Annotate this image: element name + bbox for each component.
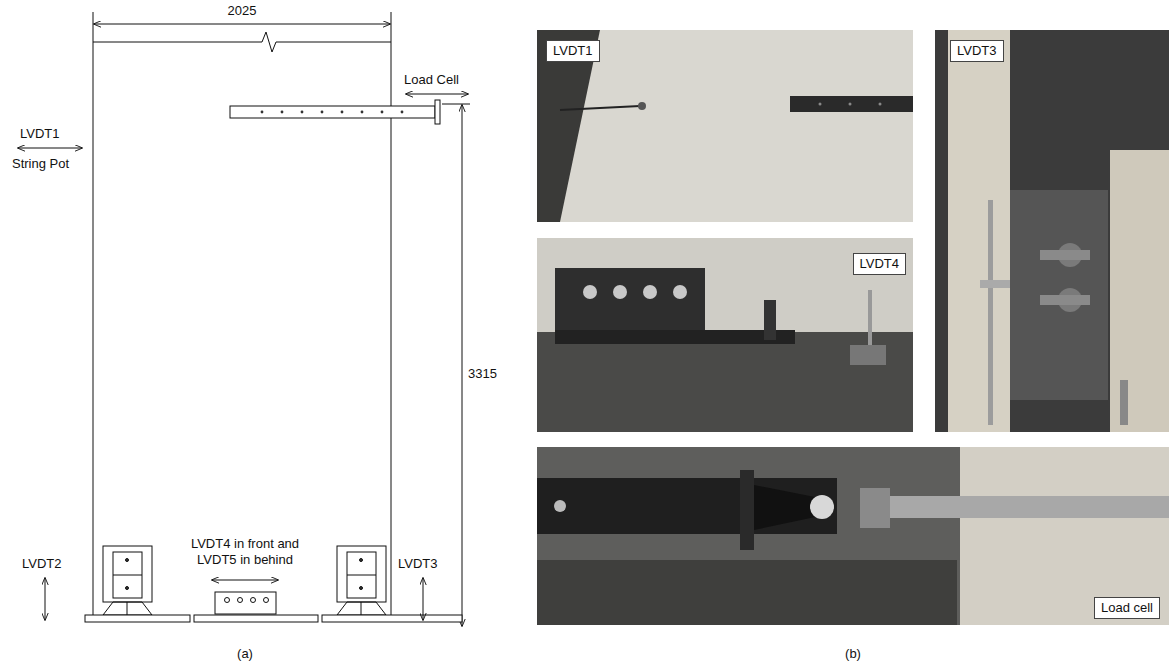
instrument-label: LVDT2 [22,556,62,571]
instrument-label: LVDT4 in front and LVDT5 in behind [191,536,299,567]
photo-lvdt1 [537,30,913,222]
photo-label-box: LVDT4 [853,253,907,275]
photo-load-cell [537,447,1169,625]
dimension-label: 2025 [228,3,257,18]
photo-label: LVDT1 [553,43,593,59]
photo-label-box: LVDT1 [546,40,600,62]
photo-lvdt3 [935,30,1169,432]
instrument-label: String Pot [12,156,69,171]
photo-label: LVDT4 [860,256,900,272]
wall-schematic [18,12,470,626]
photo-lvdt4 [537,238,913,432]
photo-label-box: Load cell [1094,597,1160,619]
instrument-label: Load Cell [404,72,459,87]
instrument-label: LVDT3 [398,556,438,571]
photo-label-box: LVDT3 [950,40,1004,62]
panel-letter: (b) [845,646,861,661]
photo-label: Load cell [1101,600,1153,616]
photo-label: LVDT3 [957,43,997,59]
instrument-label: LVDT1 [20,126,60,141]
panel-letter: (a) [237,646,253,661]
dimension-label: 3315 [468,366,497,381]
